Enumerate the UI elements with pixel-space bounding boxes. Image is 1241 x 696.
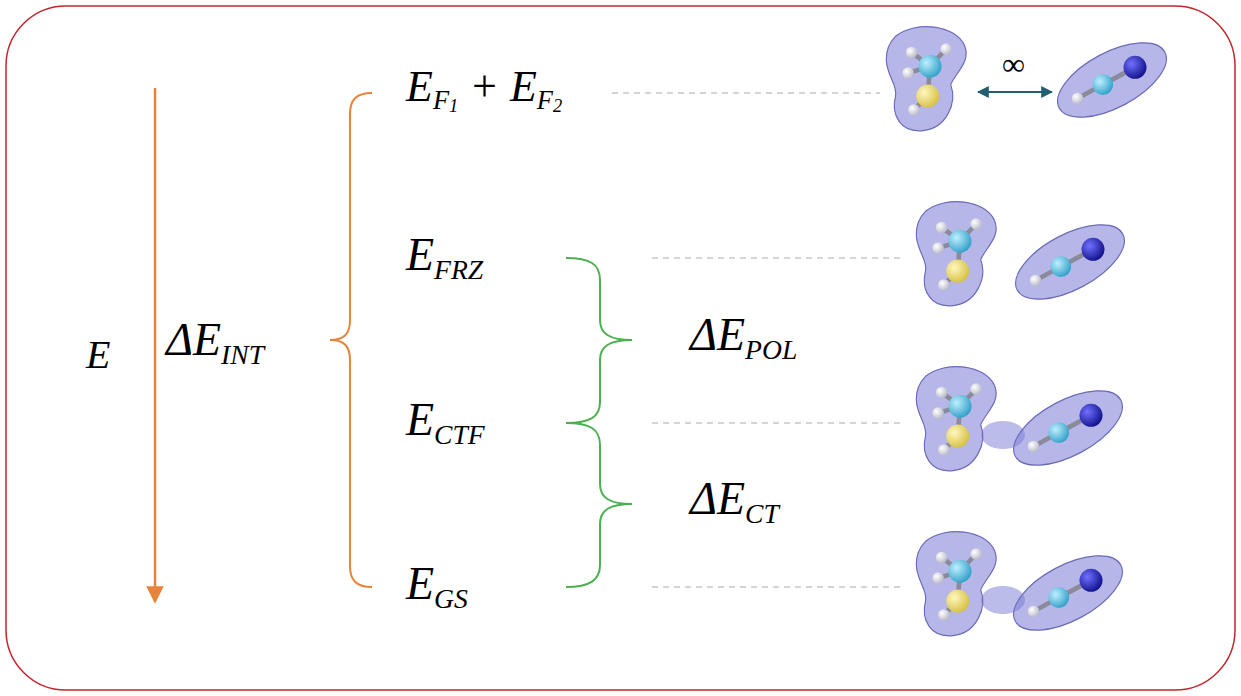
charge-transfer-brace xyxy=(566,423,632,587)
separated-fragments xyxy=(886,27,1177,133)
polarization-brace xyxy=(566,258,632,423)
frozen-energy: EFRZ xyxy=(406,232,483,283)
axis-label: E xyxy=(86,335,110,375)
ground-state-energy: EGS xyxy=(406,561,468,612)
charge-transfer-energy: ΔECT xyxy=(690,476,779,527)
polarization-energy: ΔEPOL xyxy=(690,312,797,363)
infinity-symbol: ∞ xyxy=(1002,48,1025,80)
level-guides xyxy=(612,93,905,587)
interaction-brace xyxy=(330,93,372,587)
ctf-energy: ECTF xyxy=(406,397,485,448)
fragment-energy: EF1 + EF2 xyxy=(406,65,562,116)
frame-border xyxy=(6,6,1235,690)
energy-axis-arrow xyxy=(154,88,157,602)
ground-state-fragments xyxy=(916,532,1133,646)
interaction-energy: ΔEINT xyxy=(166,317,264,368)
ctf-fragments xyxy=(916,367,1133,481)
frozen-fragments xyxy=(916,202,1135,315)
